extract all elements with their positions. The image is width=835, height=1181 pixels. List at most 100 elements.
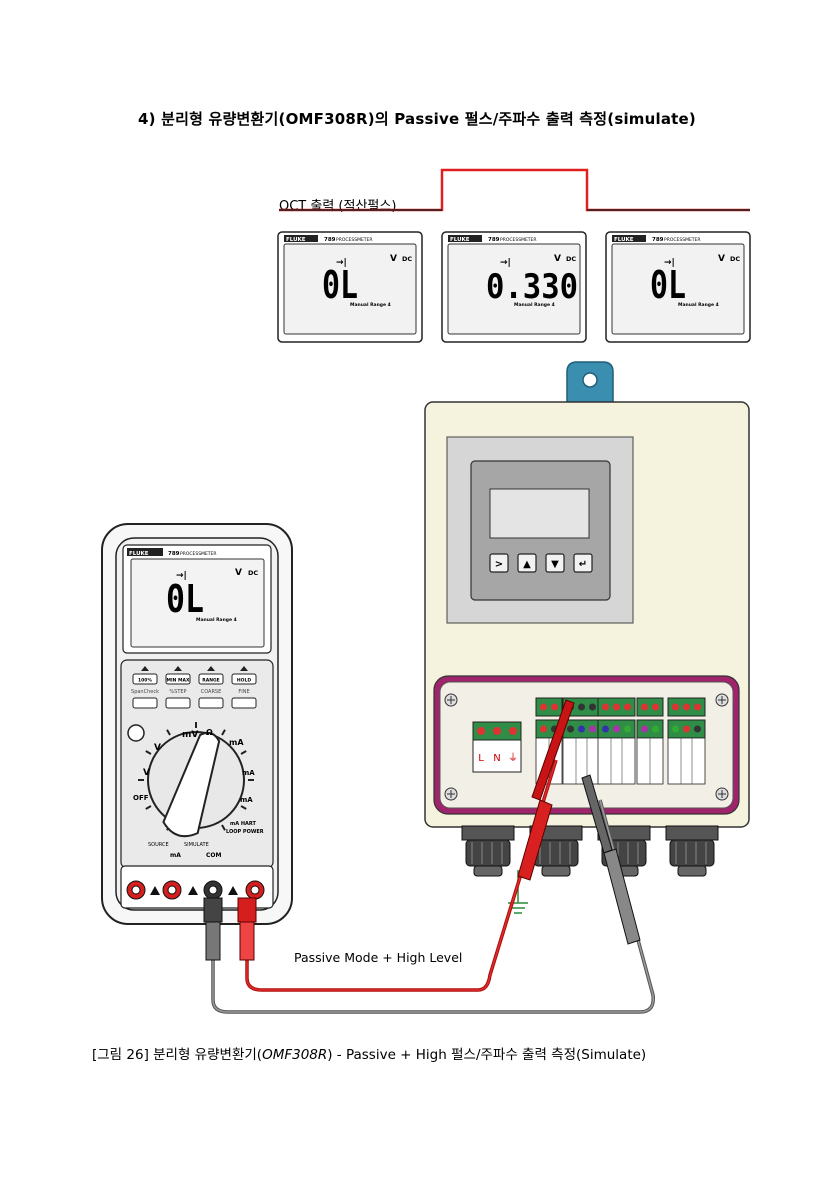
svg-text:100%: 100% (138, 678, 152, 684)
meter-mode: DC (566, 255, 576, 263)
meter-model: 789 (652, 237, 664, 243)
dial-ma2-label: mA (242, 769, 255, 777)
mm-soft-button-4[interactable] (231, 697, 257, 709)
mm-button-min-max[interactable]: MIN MAX (165, 666, 191, 685)
mm-button-100-[interactable]: 100% (132, 666, 158, 685)
meter-range: Manual Range 4 (678, 302, 719, 308)
converter-key-2[interactable]: ▲ (517, 553, 537, 573)
mm-brand: FLUKE (129, 551, 149, 557)
converter-key-3[interactable]: ▼ (545, 553, 565, 573)
diode-icon: →| (336, 258, 347, 268)
meter-model-name: PROCESSMETER (336, 237, 373, 243)
meter-unit: V (554, 254, 561, 264)
dial-ma3-label: mA (240, 796, 253, 804)
svg-text:RANGE: RANGE (202, 678, 219, 684)
meter-model-name: PROCESSMETER (500, 237, 537, 243)
pulse-waveform (279, 168, 750, 212)
caption-model: OMF308R (262, 1047, 328, 1063)
mm-jack-3[interactable] (203, 880, 223, 900)
meter-brand: FLUKE (450, 237, 470, 243)
diode-icon: →| (664, 258, 675, 268)
probe-mode-label: Passive Mode + High Level (294, 950, 463, 965)
dial-hart-label: mA HART (230, 821, 257, 827)
warning-icon (150, 886, 160, 895)
mm-unit: V (235, 568, 242, 578)
mm-jack-1[interactable] (126, 880, 146, 900)
meter-mode: DC (402, 255, 412, 263)
mm-mode: DC (248, 569, 258, 577)
converter-key-1[interactable]: > (489, 553, 509, 573)
power-terminal-1: L (478, 753, 484, 764)
meter-brand: FLUKE (286, 237, 306, 243)
dial-acv-label: V (143, 768, 150, 778)
terminal-block-5 (667, 697, 706, 785)
terminal-block-2 (562, 697, 601, 785)
meter-range: Manual Range 4 (514, 302, 555, 308)
dial-simulate-label: SIMULATE (184, 842, 209, 848)
caption-suffix: ) - Passive + High 펄스/주파수 출력 측정(Simulate… (327, 1047, 647, 1063)
mm-button-caption: COARSE (201, 689, 222, 695)
dial-v-label: V (154, 743, 161, 753)
mm-diode-icon: →| (176, 571, 187, 581)
mm-button-range[interactable]: RANGE (198, 666, 224, 685)
svg-text:MIN MAX: MIN MAX (167, 678, 190, 684)
mm-button-caption: %STEP (169, 689, 186, 695)
meter-range: Manual Range 4 (350, 302, 391, 308)
terminal-block-3 (597, 697, 636, 785)
dial-off-label: OFF (133, 794, 149, 802)
power-terminal-3: ⏚ (508, 752, 518, 764)
diode-icon: →| (500, 258, 511, 268)
mm-soft-button-3[interactable] (198, 697, 224, 709)
cable-gland-4 (665, 825, 719, 877)
test-leads (203, 699, 655, 1014)
warning-icon (188, 886, 198, 895)
meter-reading: 0.330 (486, 267, 578, 307)
section-heading: 4) 분리형 유량변환기(OMF308R)의 Passive 펄스/주파수 출력… (138, 110, 696, 128)
meter-unit: V (390, 254, 397, 264)
mm-range: Manual Range 4 (196, 617, 237, 623)
meter-mode: DC (730, 255, 740, 263)
mm-jack-4[interactable] (245, 880, 265, 900)
power-terminal-2: N (493, 753, 500, 764)
dial-mv-label: mV (182, 730, 198, 740)
dial-ma-bottom-label: mA (170, 852, 181, 859)
mm-model-name: PROCESSMETER (180, 551, 217, 557)
mm-model: 789 (168, 551, 180, 557)
meter-model: 789 (324, 237, 336, 243)
cable-gland-1 (461, 825, 515, 877)
meter-reading: 0L (322, 263, 358, 307)
mm-button-caption: FINE (238, 689, 249, 695)
mm-button-caption: SpanCheck (131, 689, 159, 695)
mm-reading: 0L (166, 577, 204, 621)
meter-model: 789 (488, 237, 500, 243)
caption-prefix: [그림 26] 분리형 유량변환기( (92, 1047, 263, 1063)
svg-text:>: > (495, 559, 503, 570)
terminal-block-4 (636, 697, 664, 785)
mm-soft-button-2[interactable] (165, 697, 191, 709)
dial-loop-label: LOOP POWER (226, 829, 264, 835)
svg-text:▲: ▲ (523, 559, 531, 570)
meter-reading: 0L (650, 263, 686, 307)
dial-ma-label: mA (229, 738, 244, 747)
svg-text:↵: ↵ (579, 559, 587, 570)
dial-source-label: SOURCE (148, 842, 169, 848)
svg-text:▼: ▼ (551, 559, 559, 570)
dial-com-label: COM (206, 852, 222, 859)
svg-text:HOLD: HOLD (237, 678, 251, 684)
meter-unit: V (718, 254, 725, 264)
mm-soft-button-1[interactable] (132, 697, 158, 709)
converter-key-4[interactable]: ↵ (573, 553, 593, 573)
warning-icon (228, 886, 238, 895)
meter-brand: FLUKE (614, 237, 634, 243)
mm-button-hold[interactable]: HOLD (231, 666, 257, 685)
mm-jack-2[interactable] (162, 880, 182, 900)
figure-caption: [그림 26] 분리형 유량변환기(OMF308R) - Passive + H… (92, 1043, 646, 1063)
meter-model-name: PROCESSMETER (664, 237, 701, 243)
dial-ohm-label: Ω (206, 728, 213, 737)
